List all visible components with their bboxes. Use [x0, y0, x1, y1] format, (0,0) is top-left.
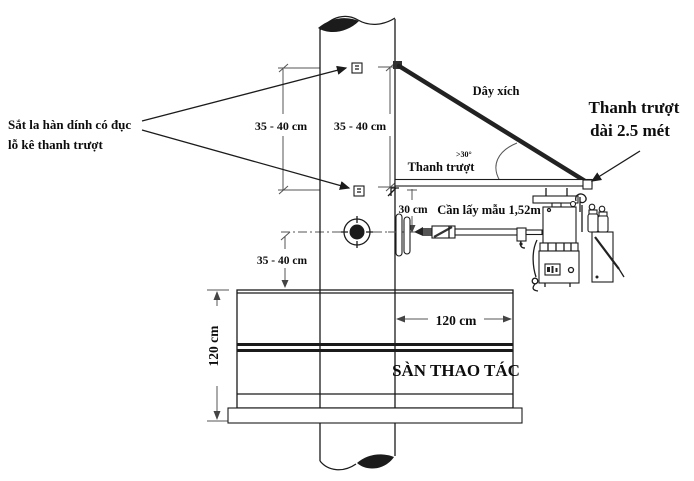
platform-label: SÀN THAO TÁC	[392, 361, 520, 380]
pipe-break-top	[318, 18, 359, 33]
dimension-lines	[207, 62, 518, 422]
work-platform	[227, 289, 523, 424]
dim-platform-height: 120 cm	[206, 325, 221, 367]
welded-bracket-plates	[351, 62, 365, 197]
dim-bracket-spacing-left: 35 - 40 cm	[255, 119, 307, 133]
weld-note-line2: lỗ kê thanh trượt	[8, 137, 103, 152]
chimney-pipe	[318, 15, 396, 471]
rail-length-label-line1: Thanh trượt	[589, 98, 680, 117]
dim-rail-to-port: 30 cm	[398, 204, 427, 216]
sampling-console	[531, 188, 625, 292]
wall-flange	[388, 213, 411, 257]
sampling-probe	[414, 225, 543, 249]
slide-rail	[387, 178, 593, 197]
sampling-port	[341, 216, 373, 248]
dim-port-to-platform: 35 - 40 cm	[257, 255, 308, 267]
weld-note-leaders	[141, 65, 351, 190]
dim-bracket-spacing-right: 35 - 40 cm	[334, 119, 386, 133]
chain-label: Dây xích	[473, 84, 520, 98]
pipe-break-bottom	[357, 454, 394, 469]
weld-note-line1: Sắt la hàn dính có đục	[8, 117, 131, 132]
angle-label: >30°	[456, 150, 472, 159]
dim-platform-width: 120 cm	[436, 313, 478, 328]
slide-rail-label: Thanh trượt	[408, 160, 476, 174]
rail-length-label-line2: dài 2.5 mét	[590, 121, 670, 140]
rail-label-pointer	[590, 150, 641, 182]
probe-label: Cần lấy mẫu 1,52m	[437, 203, 541, 217]
support-chain	[393, 61, 588, 184]
text-labels: Sắt la hàn dính có đục lỗ kê thanh trượt…	[8, 84, 680, 380]
